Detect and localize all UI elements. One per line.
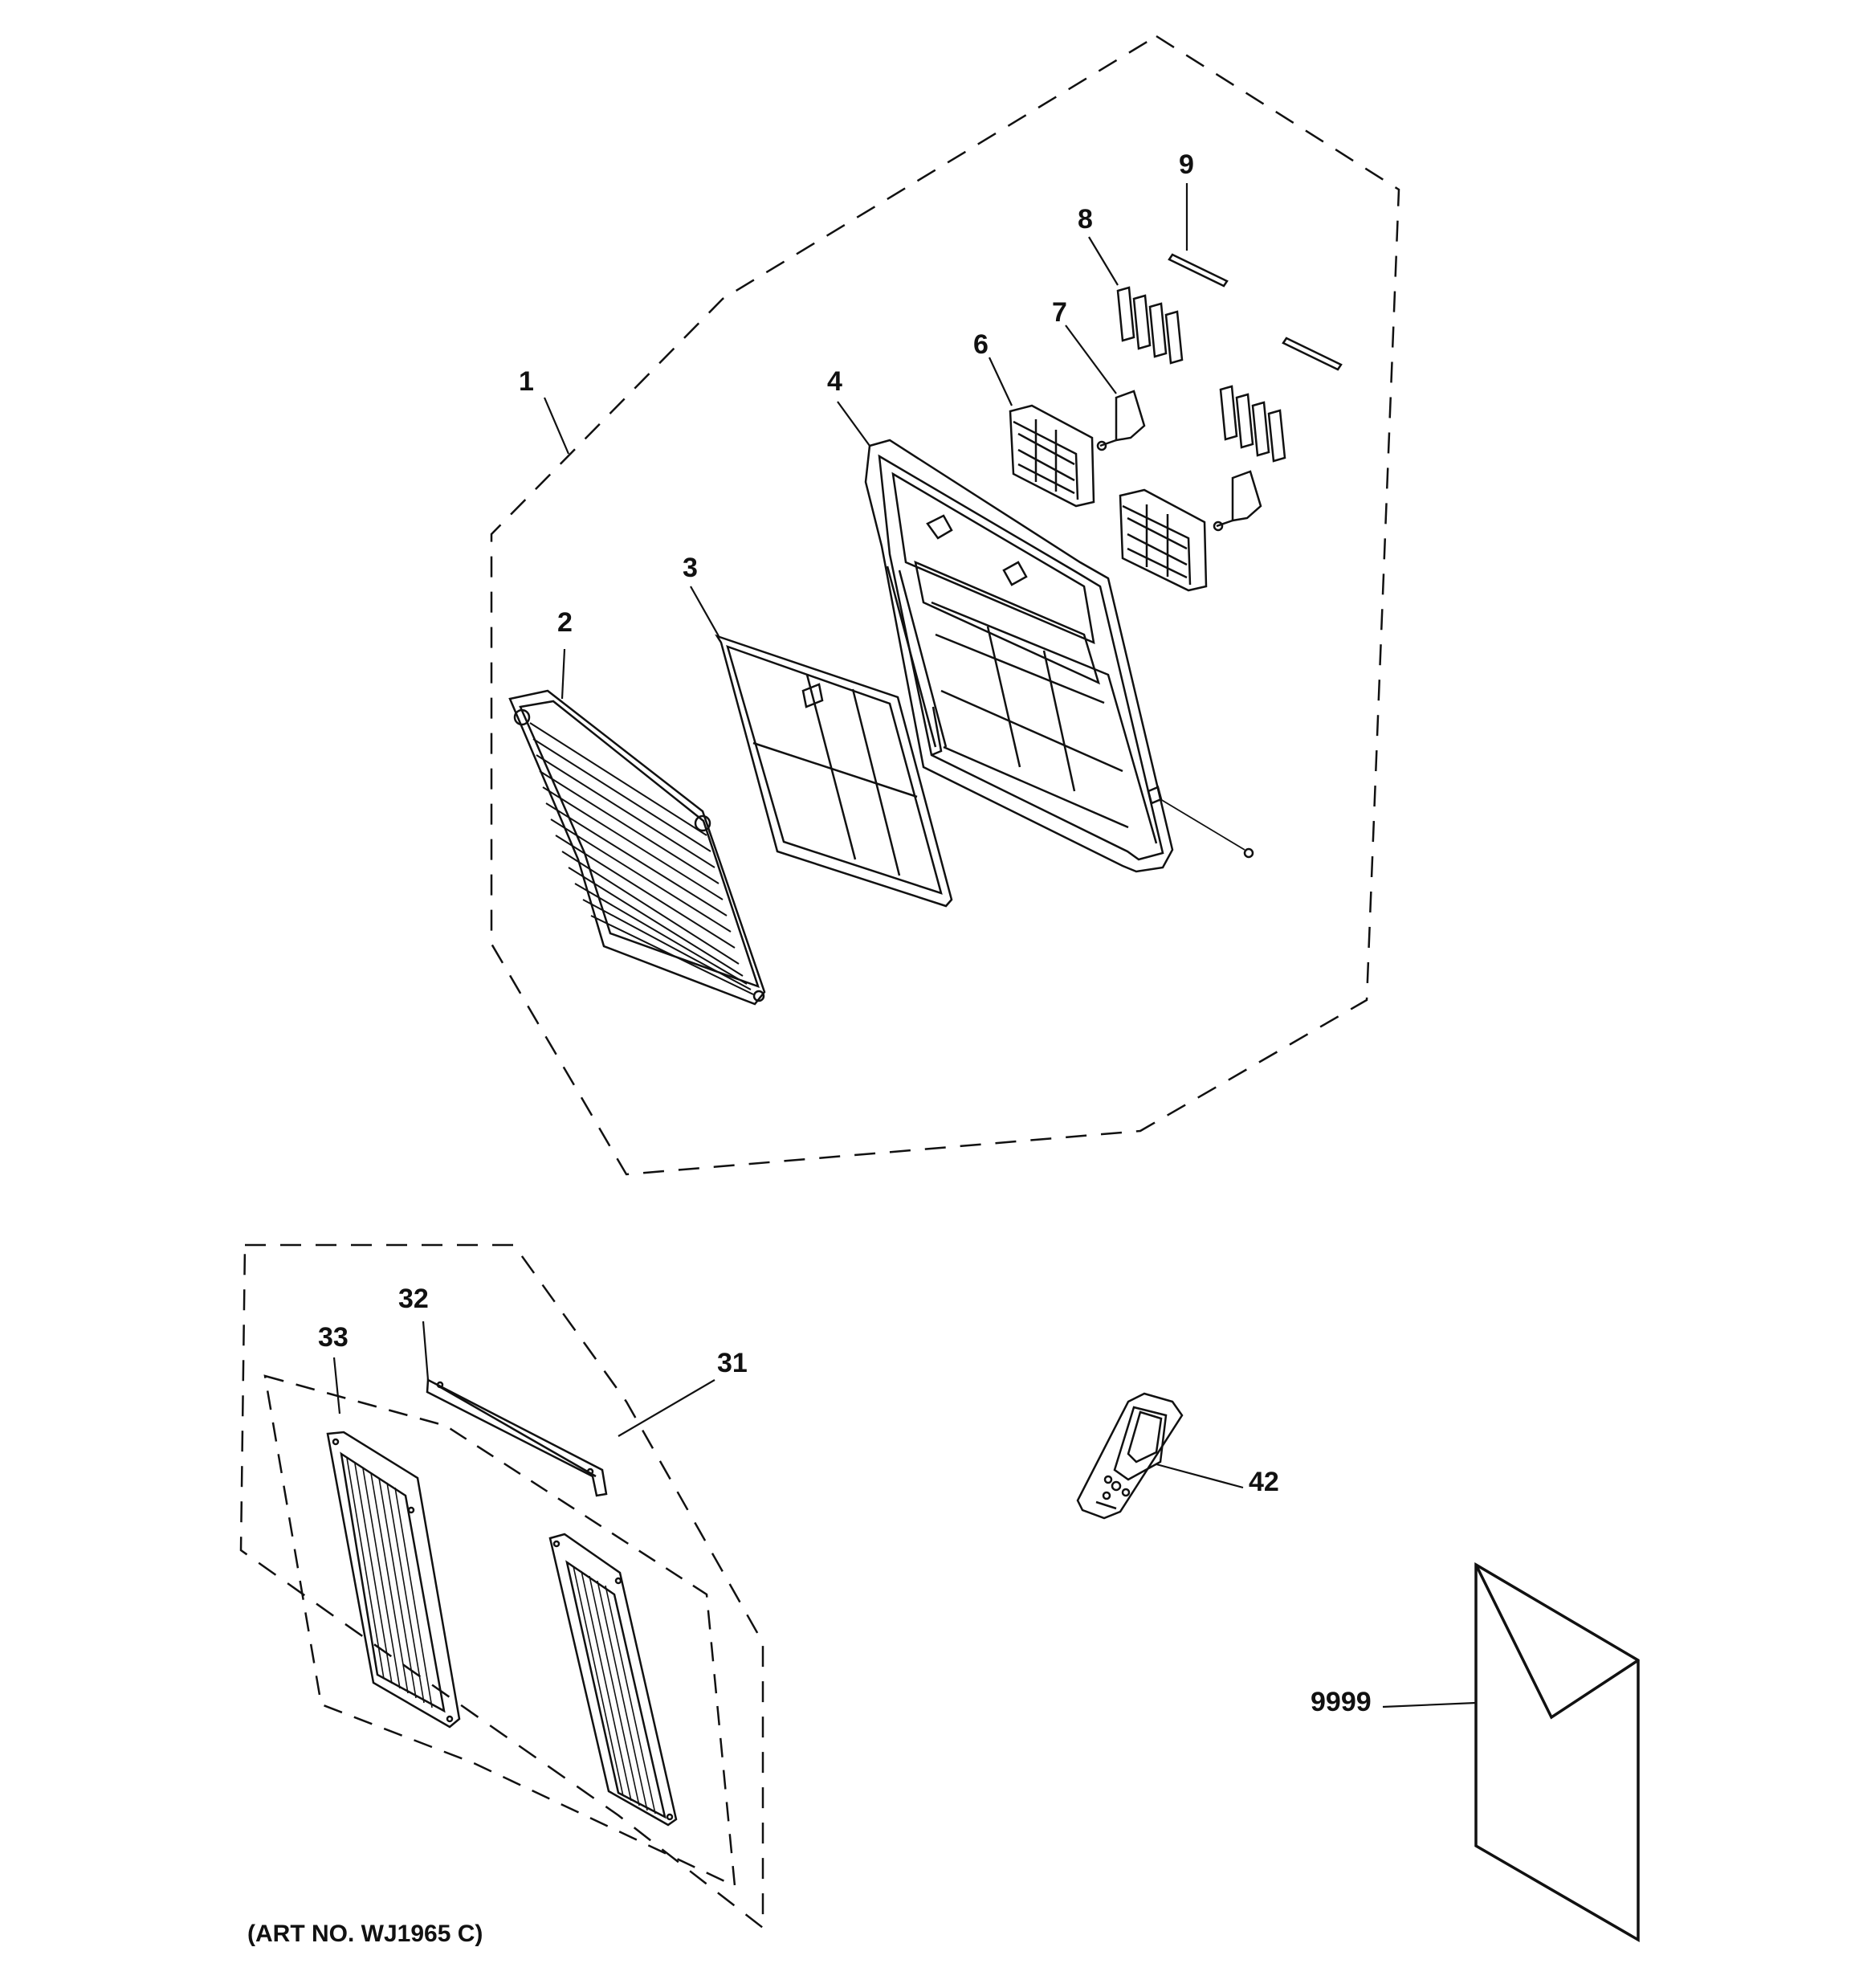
- linkage-bar-lower: [1282, 337, 1343, 371]
- air-filter: [715, 634, 953, 908]
- callout-42: 42: [1249, 1467, 1279, 1497]
- callout-4: 4: [827, 366, 842, 397]
- callout-31: 31: [717, 1348, 748, 1378]
- louver-set-lower: [1219, 385, 1286, 463]
- louver-set-upper: [1116, 286, 1184, 365]
- callout-1: 1: [519, 366, 534, 397]
- deflector-blade-upper: [1096, 390, 1146, 451]
- front-grille: [508, 689, 766, 1006]
- callout-8: 8: [1078, 204, 1093, 235]
- callout-33: 33: [318, 1322, 349, 1353]
- callout-6: 6: [973, 329, 989, 360]
- callout-32: 32: [398, 1284, 429, 1314]
- side-curtain-right: [548, 1533, 678, 1827]
- vent-louver-lower: [1119, 488, 1208, 592]
- callout-7: 7: [1052, 297, 1067, 328]
- top-bracket: [426, 1378, 608, 1497]
- linkage-bar-upper: [1168, 253, 1229, 288]
- literature-envelope: [1474, 1561, 1640, 1943]
- callout-9999: 9999: [1311, 1687, 1372, 1717]
- remote-control: [1076, 1392, 1184, 1520]
- assembly-33-boundary: [263, 1374, 736, 1888]
- art-number: (ART NO. WJ1965 C): [247, 1921, 483, 1947]
- lower-leader-lines: [332, 1321, 1477, 1708]
- assembly-1-boundary: [490, 35, 1400, 1176]
- vent-louver-upper: [1009, 404, 1095, 508]
- callout-2: 2: [557, 607, 573, 638]
- front-panel-frame: [864, 439, 1254, 873]
- upper-leader-lines: [543, 183, 1188, 700]
- deflector-blade-lower: [1213, 470, 1262, 532]
- side-curtain-left: [326, 1431, 461, 1729]
- callout-9: 9: [1179, 149, 1194, 180]
- callout-3: 3: [683, 553, 698, 583]
- assembly-31-boundary: [239, 1243, 764, 1930]
